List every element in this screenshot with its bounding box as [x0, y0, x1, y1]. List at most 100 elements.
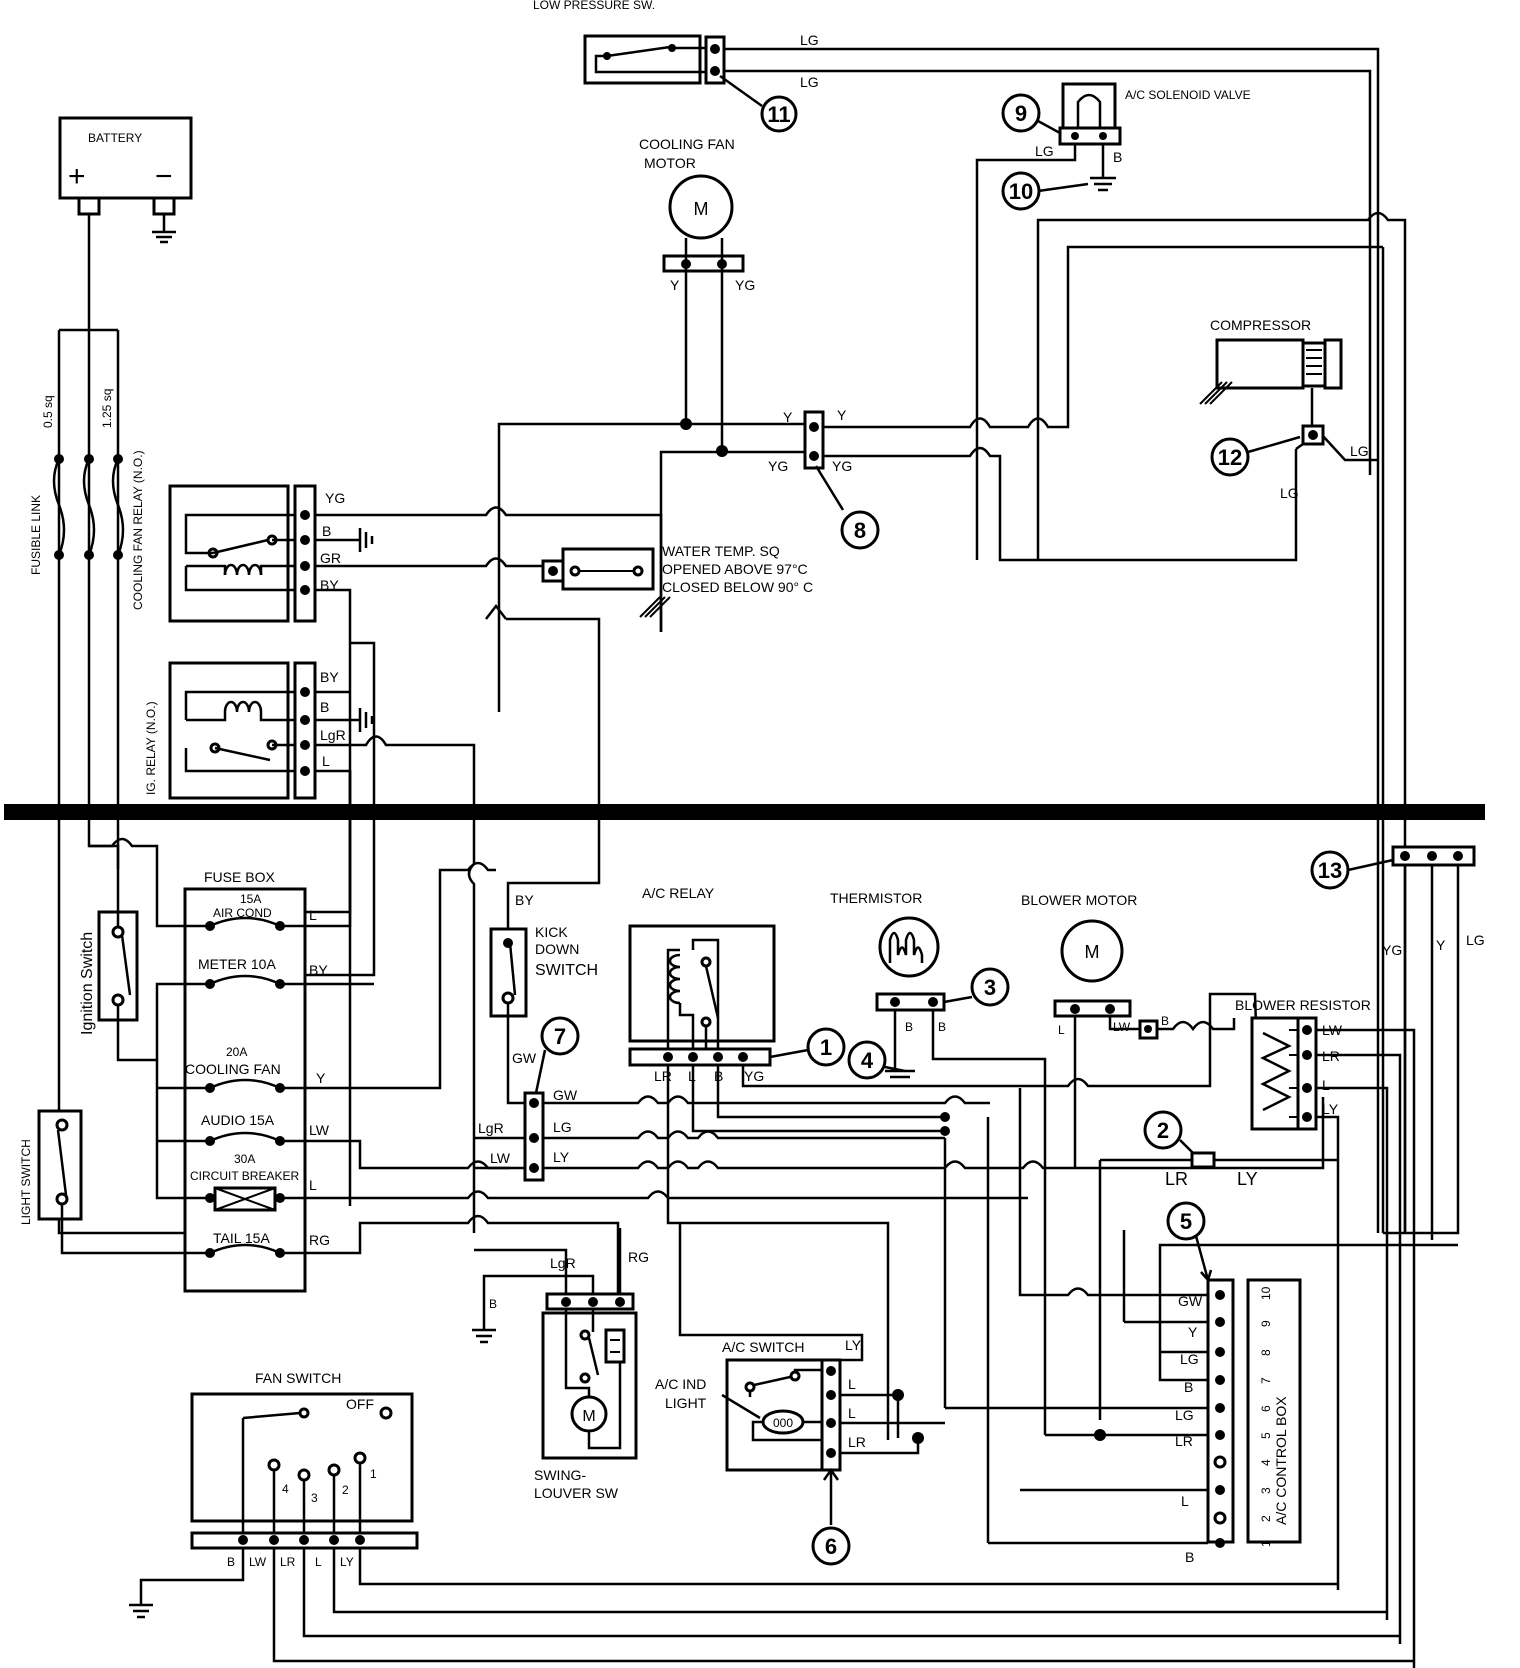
wire-label: 1 [1259, 1540, 1273, 1547]
wire-label: SWING- [534, 1467, 586, 1483]
callout-11: 11 [719, 74, 798, 133]
wire-label: 8 [1259, 1349, 1273, 1356]
thermistor: THERMISTOR B B 3 [830, 890, 1047, 1400]
wire-label: LOW PRESSURE SW. [533, 0, 655, 12]
cooling-fan-motor: COOLING FAN MOTOR M Y YG [639, 136, 755, 457]
wire-label: Y [1436, 937, 1446, 953]
wire-label: − [155, 160, 173, 193]
wire-label: B [905, 1020, 913, 1034]
wire-label: 8 [854, 518, 866, 543]
wire-label: B [322, 523, 331, 539]
connector-8: Y Y YG YG 8 [768, 407, 880, 550]
wire-label: 000 [773, 1416, 793, 1430]
wire-label: 3 [1259, 1487, 1273, 1494]
wire-label: B [938, 1020, 946, 1034]
wire-label: B [320, 699, 329, 715]
wire-label: GW [512, 1050, 537, 1066]
wire-label: A/C IND [655, 1376, 706, 1392]
wire-label: AUDIO 15A [201, 1112, 275, 1128]
wire-label: AIR COND [213, 906, 272, 920]
wire-label: L [1181, 1493, 1189, 1509]
wire-label: BLOWER MOTOR [1021, 892, 1137, 908]
wire-label: LR [280, 1555, 296, 1569]
blower-resistor: BLOWER RESISTOR LW LR L LY [1235, 997, 1371, 1131]
wire-label: FUSE BOX [204, 869, 275, 885]
wire-label: 5 [1180, 1209, 1192, 1234]
wire-label: 10 [1259, 1286, 1273, 1300]
wire-label: A/C RELAY [642, 885, 715, 901]
wire-label: 20A [226, 1045, 247, 1059]
wire-label: YG [1382, 942, 1402, 958]
wire-label: LIGHT [665, 1395, 707, 1411]
wire-label: LY [1237, 1169, 1258, 1189]
wire-label: Y [1188, 1324, 1198, 1340]
wire-label: Y [670, 277, 680, 293]
wire-label: L [309, 907, 317, 923]
wire-label: 30A [234, 1152, 255, 1166]
wire-label: LG [1035, 143, 1054, 159]
wire-label: RG [628, 1249, 649, 1265]
wire-label: LY [1322, 1101, 1339, 1117]
wire-label: THERMISTOR [830, 890, 922, 906]
ac-control-box: GW Y LG B LG LR L B 10 9 8 7 6 5 4 3 2 1… [1166, 1201, 1302, 1565]
wire-label: 12 [1218, 445, 1242, 470]
wire-label: 2 [1259, 1515, 1273, 1522]
wire-label: BY [309, 962, 328, 978]
wire-label: LG [1466, 932, 1485, 948]
wire-label: FUSIBLE LINK [29, 495, 43, 575]
wire-label: 1 [370, 1467, 377, 1481]
wire-label: COOLING FAN [639, 136, 735, 152]
wire-label: COOLING FAN RELAY (N.O.) [131, 450, 145, 610]
wire-label: 1 [820, 1035, 832, 1060]
wire-label: LW [309, 1122, 330, 1138]
wire-label: OFF [346, 1396, 374, 1412]
wire-label: LG [1350, 443, 1369, 459]
water-temp-switch: WATER TEMP. SQ OPENED ABOVE 97°C CLOSED … [541, 543, 813, 618]
wire-label: B [1161, 1014, 1169, 1028]
wire-label: 0.5 sq [41, 395, 55, 428]
wire-label: 9 [1259, 1320, 1273, 1327]
wire-label: LIGHT SWITCH [19, 1139, 33, 1225]
wire-label: 7 [1259, 1377, 1273, 1384]
wire-label: 6 [1259, 1405, 1273, 1412]
compressor: COMPRESSOR LG LG [1199, 317, 1378, 501]
wire-label: 3 [984, 975, 996, 1000]
wire-label: LOUVER SW [534, 1485, 619, 1501]
wire-label: B [1184, 1379, 1193, 1395]
wire-label: WATER TEMP. SQ [662, 543, 780, 559]
wire-label: GR [320, 550, 341, 566]
connector-13: 13 YG Y LG [1310, 845, 1485, 1240]
wire-label: LG [800, 74, 819, 90]
wire-label: LW [1113, 1020, 1131, 1034]
wire-label: YG [735, 277, 755, 293]
section-divider [4, 804, 1485, 820]
wire-label: B [489, 1297, 497, 1311]
wire-label: L [1058, 1023, 1065, 1037]
wire-label: YG [325, 490, 345, 506]
cooling-fan-relay: COOLING FAN RELAY (N.O.) YG B GR BY [131, 450, 663, 1206]
wire-label: LY [340, 1555, 354, 1569]
blower-motor: BLOWER MOTOR M L LW B [1021, 892, 1236, 1168]
kick-down-switch: BY KICK DOWN SWITCH [485, 603, 601, 1105]
wire-label: BY [320, 669, 339, 685]
ac-switch: A/C SWITCH 000 LY L L LR A/C IND LIGHT 6 [655, 1337, 866, 1566]
callout-12: 12 [1210, 435, 1301, 477]
fusible-link: FUSIBLE LINK 0.5 sq 1.25 sq [29, 328, 200, 1235]
wire-label: 13 [1318, 858, 1342, 883]
wire-label: LW [490, 1150, 511, 1166]
wire-label: GW [553, 1087, 578, 1103]
low-pressure-switch: LOW PRESSURE SW. LG LG [533, 0, 1380, 1233]
ig-relay: IG. RELAY (N.O.) BY B LgR L [144, 641, 476, 1233]
wire-label: LY [845, 1337, 862, 1353]
wire-label: 4 [282, 1482, 289, 1496]
wire-label: LR [1175, 1433, 1193, 1449]
wire-label: L [1322, 1077, 1330, 1093]
wire-label: IG. RELAY (N.O.) [144, 701, 158, 795]
wire-label: 10 [1009, 179, 1033, 204]
wire-label: 4 [1259, 1459, 1273, 1466]
wire-label: YG [744, 1068, 764, 1084]
wire-label: Y [316, 1070, 326, 1086]
wire-label: 7 [554, 1024, 566, 1049]
wire-label: MOTOR [644, 155, 696, 171]
wire-label: L [315, 1555, 322, 1569]
